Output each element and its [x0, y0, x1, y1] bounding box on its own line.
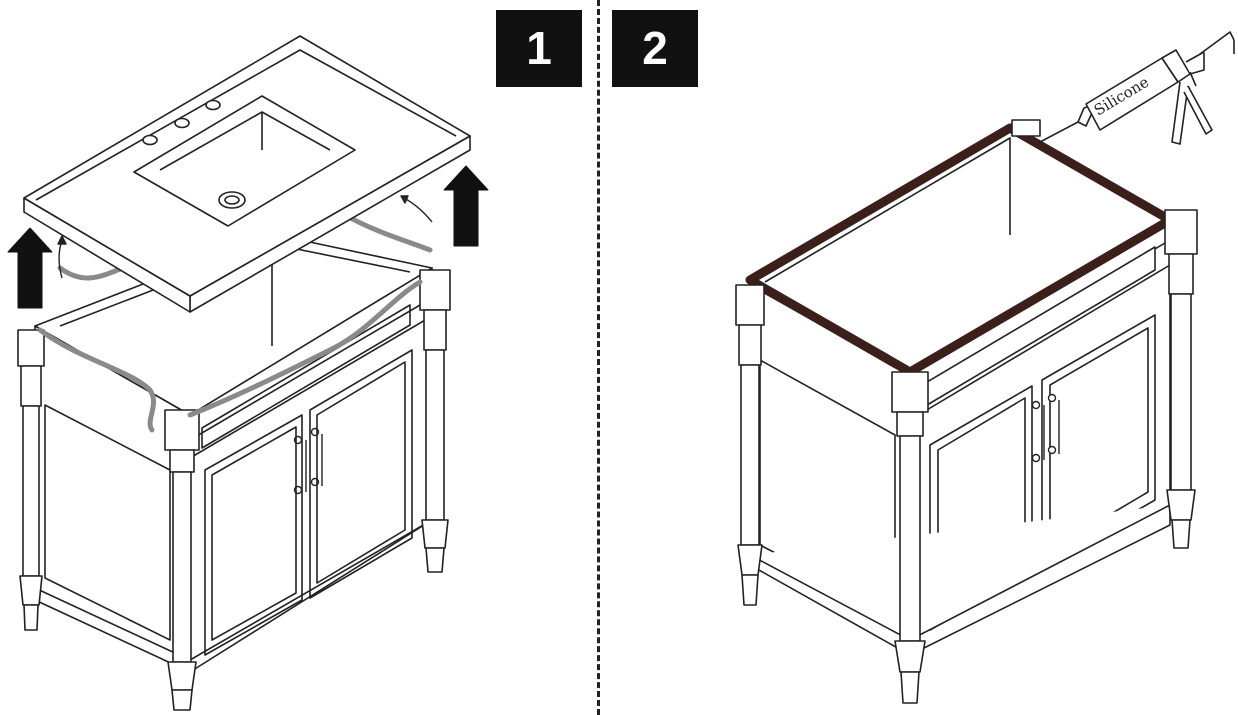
step-2-badge: 2: [612, 10, 698, 87]
cabinet-2-body: [749, 137, 1171, 656]
up-arrow-icon: [7, 227, 53, 309]
faucet-hole-center: [174, 117, 190, 129]
step-2-illustration: Silicone: [735, 31, 1235, 704]
cabinet-cords: [37, 212, 433, 433]
right-door: [309, 349, 413, 599]
faucet-hole-left: [142, 134, 158, 146]
cabinet-2-legs: [735, 119, 1198, 704]
step-divider: [597, 0, 600, 715]
sink-basin: [133, 95, 356, 227]
door-handles: [293, 427, 323, 495]
cabinet-1-body: [34, 267, 433, 673]
cabinet-1-legs: [17, 269, 451, 711]
countertop: [23, 35, 471, 313]
left-door: [204, 414, 303, 656]
faucet-hole-right: [205, 99, 221, 111]
step-1-illustration: [7, 35, 489, 711]
door-handles: [1031, 393, 1060, 463]
caulk-gun-icon: Silicone: [1039, 31, 1235, 145]
small-curved-arrow: [57, 195, 433, 279]
step-1-badge: 1: [496, 10, 582, 87]
up-arrow-icon: [443, 165, 489, 247]
